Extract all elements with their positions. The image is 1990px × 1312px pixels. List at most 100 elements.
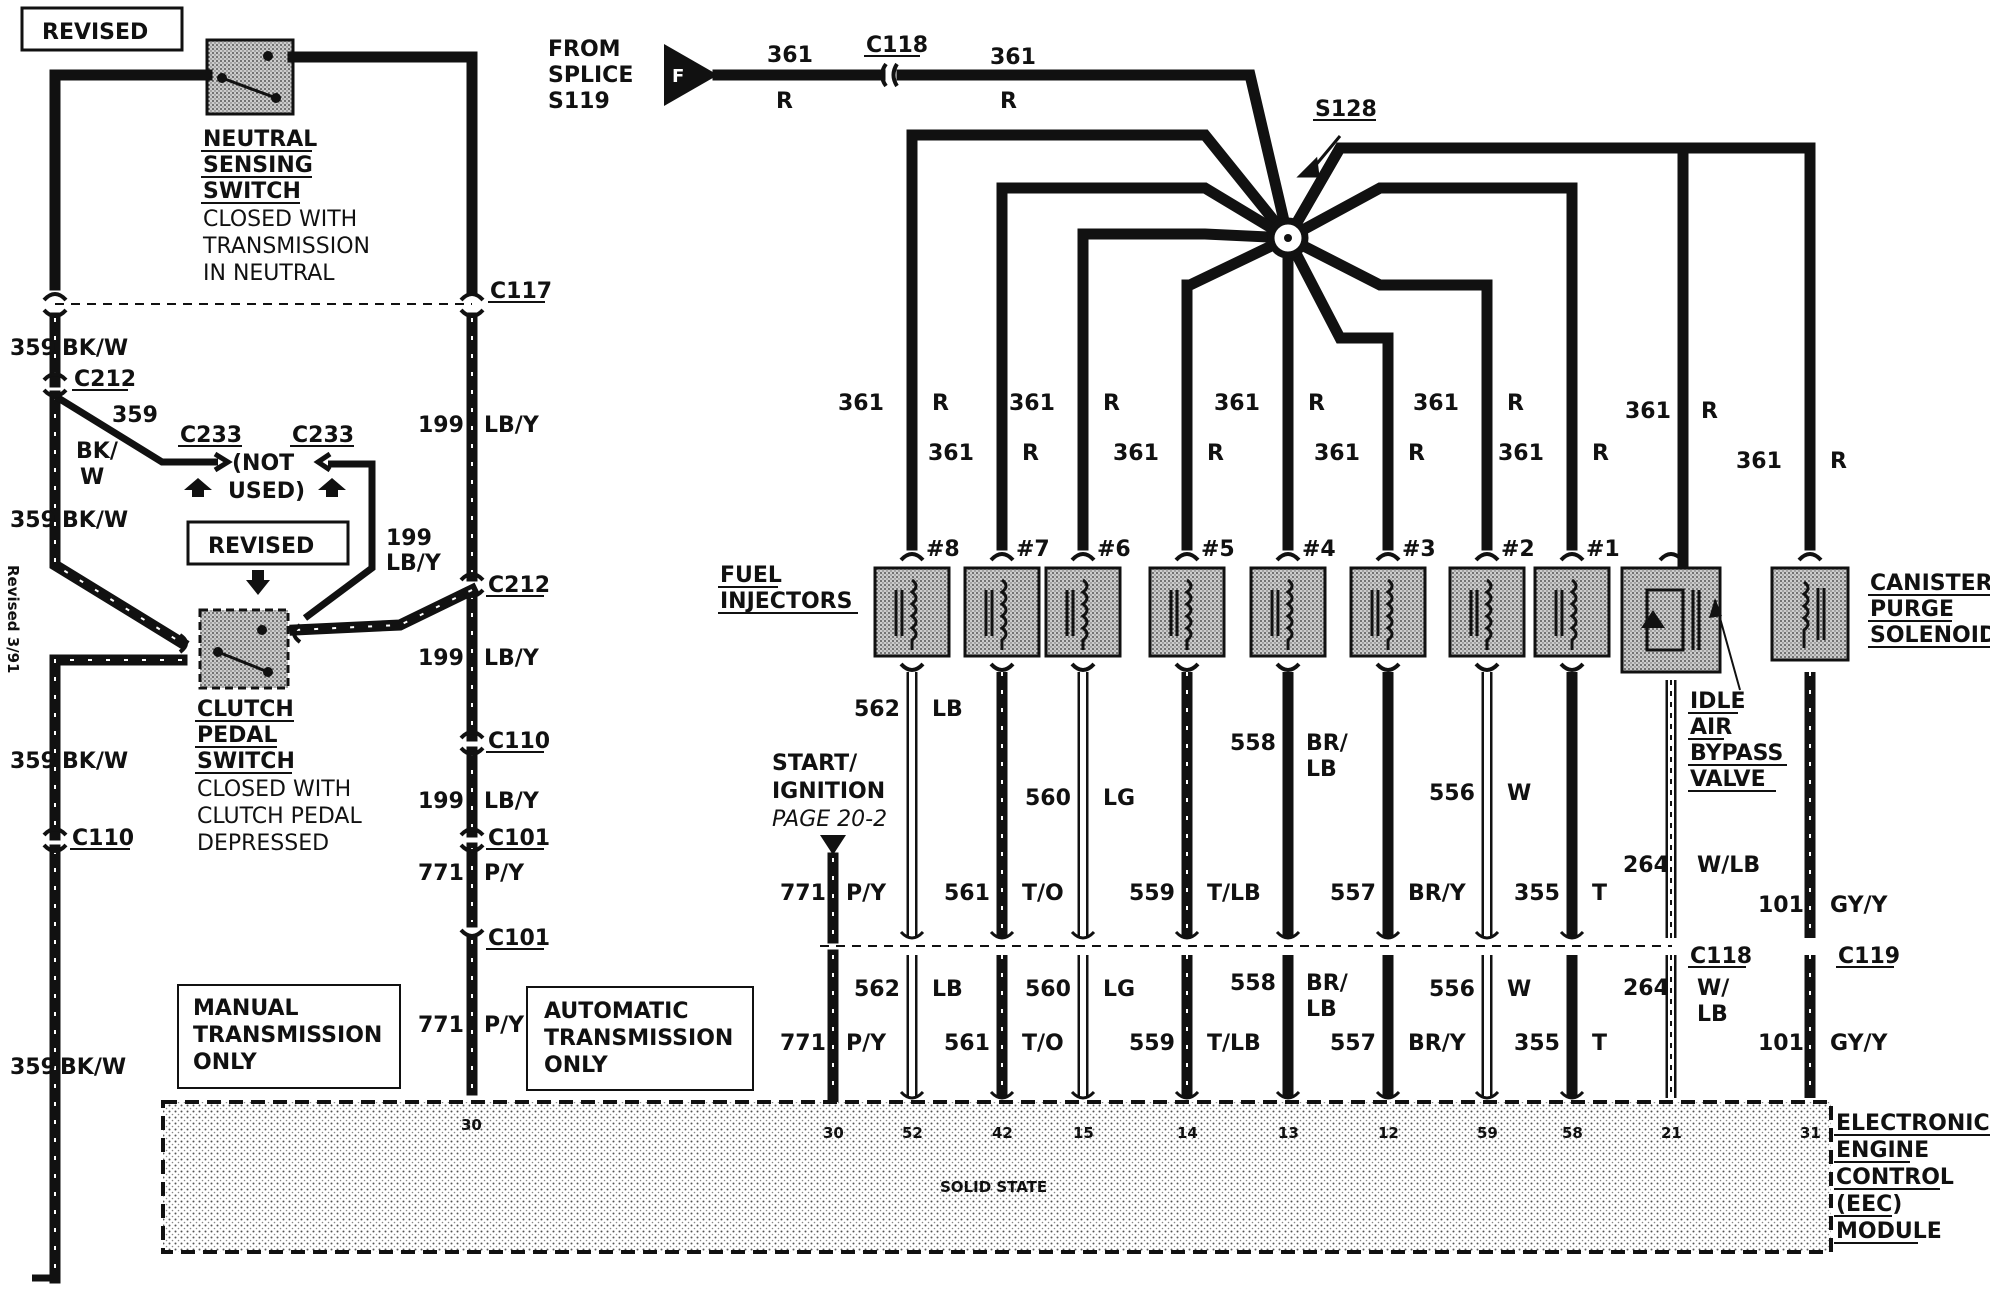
svg-text:DEPRESSED: DEPRESSED bbox=[197, 831, 329, 856]
wire-771-num: 771 bbox=[418, 861, 464, 886]
injector-wire-num-lower: 560 bbox=[1025, 977, 1071, 1002]
feed-wire-color: R bbox=[1207, 441, 1224, 466]
start-wire-color-lower: P/Y bbox=[846, 1031, 887, 1056]
c110-label-left: C110 bbox=[72, 826, 134, 851]
injector-wire-num-lower: 562 bbox=[854, 977, 900, 1002]
fuel-injector-2 bbox=[1448, 566, 1526, 658]
fuel-injector-8 bbox=[873, 566, 951, 658]
canister-wire-num: 101 bbox=[1758, 893, 1804, 918]
svg-text:F: F bbox=[672, 66, 684, 87]
eec-pin: 31 bbox=[1800, 1124, 1821, 1142]
injector-wire-num-lower: 556 bbox=[1429, 977, 1475, 1002]
feed-wire-num: 361 bbox=[1736, 449, 1782, 474]
fuel-injectors-label: FUEL bbox=[720, 563, 782, 588]
c117-label: C117 bbox=[490, 279, 552, 304]
svg-text:CLOSED WITH: CLOSED WITH bbox=[197, 777, 351, 802]
wire-361-color-2: R bbox=[1000, 89, 1017, 114]
svg-text:SENSING: SENSING bbox=[203, 153, 313, 178]
svg-text:PURGE: PURGE bbox=[1870, 597, 1954, 622]
injector-wire-color: LB bbox=[932, 697, 963, 722]
wire-361-color: R bbox=[776, 89, 793, 114]
injector-number-label: #4 bbox=[1302, 537, 1336, 562]
svg-text:BYPASS: BYPASS bbox=[1690, 741, 1783, 766]
wire-359-color-5: BK/W bbox=[60, 1055, 126, 1080]
wire-359-num: 359 bbox=[10, 336, 56, 361]
wire-359-num-5: 359 bbox=[10, 1055, 56, 1080]
eec-pin: 15 bbox=[1073, 1124, 1094, 1142]
start-wire-num-lower: 771 bbox=[780, 1031, 826, 1056]
feed-wire-color: R bbox=[1701, 399, 1718, 424]
svg-text:TRANSMISSION: TRANSMISSION bbox=[544, 1026, 733, 1051]
injector-wire-color-lower: LB bbox=[932, 977, 963, 1002]
c233-label-left: C233 bbox=[180, 423, 242, 448]
svg-text:VALVE: VALVE bbox=[1690, 767, 1766, 792]
c119-label: C119 bbox=[1838, 944, 1900, 969]
injector-number-label: #5 bbox=[1201, 537, 1235, 562]
wire-359-c233 bbox=[53, 393, 218, 466]
svg-text:PEDAL: PEDAL bbox=[197, 723, 277, 748]
svg-text:CONTROL: CONTROL bbox=[1836, 1165, 1954, 1190]
wire-771-color-2: P/Y bbox=[484, 1013, 525, 1038]
feed-wire-num: 361 bbox=[1498, 441, 1544, 466]
automatic-transmission-box: AUTOMATIC TRANSMISSION ONLY bbox=[526, 986, 754, 1091]
svg-text:CANISTER: CANISTER bbox=[1870, 571, 1990, 596]
canister-wire-color-lower: GY/Y bbox=[1830, 1031, 1889, 1056]
injector-wire-color-lower: BR/ bbox=[1306, 971, 1349, 996]
svg-text:SWITCH: SWITCH bbox=[197, 749, 295, 774]
iab-wire-num-lower: 264 bbox=[1623, 976, 1669, 1001]
svg-text:TRANSMISSION: TRANSMISSION bbox=[202, 234, 370, 259]
feed-wire-color: R bbox=[932, 391, 949, 416]
feed-wire-color: R bbox=[1592, 441, 1609, 466]
svg-text:IDLE: IDLE bbox=[1690, 689, 1746, 714]
wire-199-num-2: 199 bbox=[418, 646, 464, 671]
fuel-injector-3 bbox=[1349, 566, 1427, 658]
canister-wire-color: GY/Y bbox=[1830, 893, 1889, 918]
wire-199-color-3: LB/Y bbox=[484, 789, 540, 814]
iab-wire-color-lower: LB bbox=[1697, 1002, 1728, 1027]
injector-wire-color: W bbox=[1507, 781, 1531, 806]
wire-359-color-3: BK/W bbox=[62, 508, 128, 533]
svg-text:MODULE: MODULE bbox=[1836, 1219, 1942, 1244]
injector-number-label: #6 bbox=[1097, 537, 1131, 562]
c233-left-connector bbox=[213, 451, 233, 473]
splice-source: FROM SPLICE S119 bbox=[548, 37, 633, 114]
not-used-label: (NOT bbox=[232, 451, 294, 476]
wire-359-upper-left bbox=[49, 69, 213, 291]
svg-text:TRANSMISSION: TRANSMISSION bbox=[193, 1023, 382, 1048]
eec-pin: 12 bbox=[1378, 1124, 1399, 1142]
injector-wire-color: T/O bbox=[1022, 881, 1064, 906]
up-arrow-icon bbox=[318, 478, 346, 497]
idle-air-bypass-valve bbox=[1620, 566, 1722, 674]
eec-pin: 42 bbox=[992, 1124, 1013, 1142]
svg-text:SOLENOID: SOLENOID bbox=[1870, 623, 1990, 648]
solid-state-label: SOLID STATE bbox=[940, 1178, 1047, 1196]
svg-text:S119: S119 bbox=[548, 89, 610, 114]
feed-wire-color: R bbox=[1408, 441, 1425, 466]
injector-wire-num-lower: 559 bbox=[1129, 1031, 1175, 1056]
c101-label: C101 bbox=[488, 826, 550, 851]
feed-wire-num: 361 bbox=[1413, 391, 1459, 416]
c233-label-right: C233 bbox=[292, 423, 354, 448]
eec-pin: 52 bbox=[902, 1124, 923, 1142]
injector-wire-color: BR/Y bbox=[1408, 881, 1467, 906]
injector-wire-color-lower: T/O bbox=[1022, 1031, 1064, 1056]
injector-wire-num: 556 bbox=[1429, 781, 1475, 806]
svg-text:REVISED: REVISED bbox=[208, 534, 314, 559]
eec-pin: 59 bbox=[1477, 1124, 1498, 1142]
start-ignition-label: START/ bbox=[772, 751, 858, 776]
injector-wire-color-lower: T/LB bbox=[1207, 1031, 1261, 1056]
svg-text:ENGINE: ENGINE bbox=[1836, 1138, 1929, 1163]
injector-number-label: #2 bbox=[1501, 537, 1535, 562]
injector-wire-num-lower: 355 bbox=[1514, 1031, 1560, 1056]
neutral-sensing-switch bbox=[205, 38, 295, 116]
feed-wire-num: 361 bbox=[1625, 399, 1671, 424]
clutch-switch-label: CLUTCH PEDAL SWITCH CLOSED WITH CLUTCH P… bbox=[195, 697, 362, 856]
wire-359-num-2: 359 bbox=[112, 403, 158, 428]
svg-text:CLUTCH: CLUTCH bbox=[197, 697, 294, 722]
fuel-injector-1 bbox=[1533, 566, 1611, 658]
c101-label-2: C101 bbox=[488, 926, 550, 951]
injector-wire-color-lower: T bbox=[1592, 1031, 1607, 1056]
wire-199-c233 bbox=[302, 460, 376, 621]
svg-text:ONLY: ONLY bbox=[544, 1053, 609, 1078]
